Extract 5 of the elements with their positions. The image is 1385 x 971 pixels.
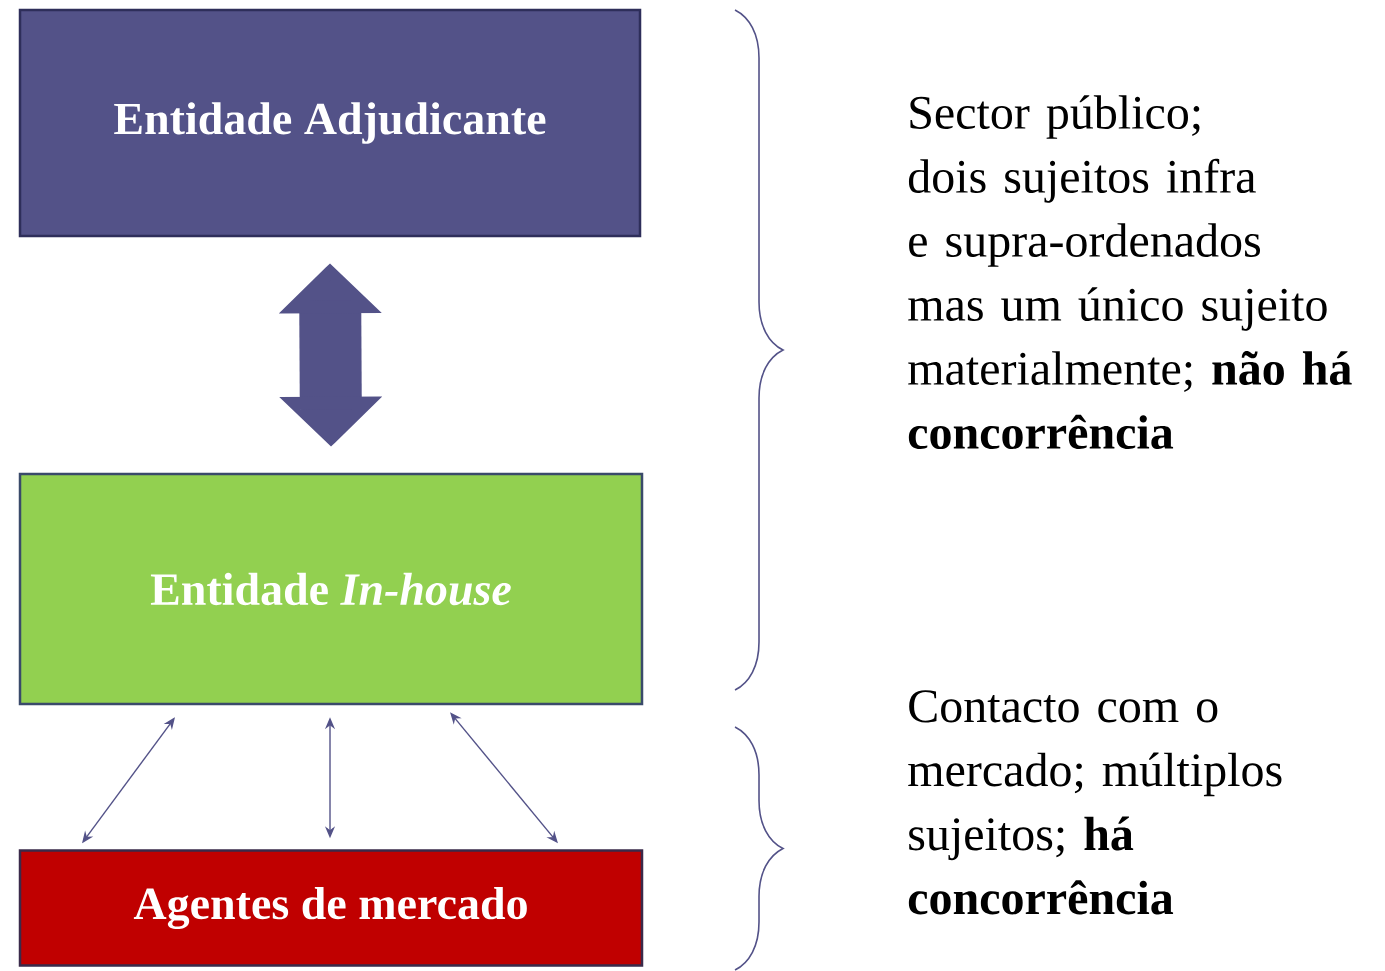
process-box: Entidade In-house <box>18 472 644 706</box>
process-box: Entidade Adjudicante <box>18 8 642 238</box>
process-box: Agentes de mercado <box>18 849 644 967</box>
note-text: Sector público; dois sujeitos infra e supra-ordenados mas um único sujeito materialmente; não há concorrência <box>908 95 1352 450</box>
note-text: Contacto com o mercado; múltiplos sujeitos; há concorrência <box>908 690 1282 915</box>
